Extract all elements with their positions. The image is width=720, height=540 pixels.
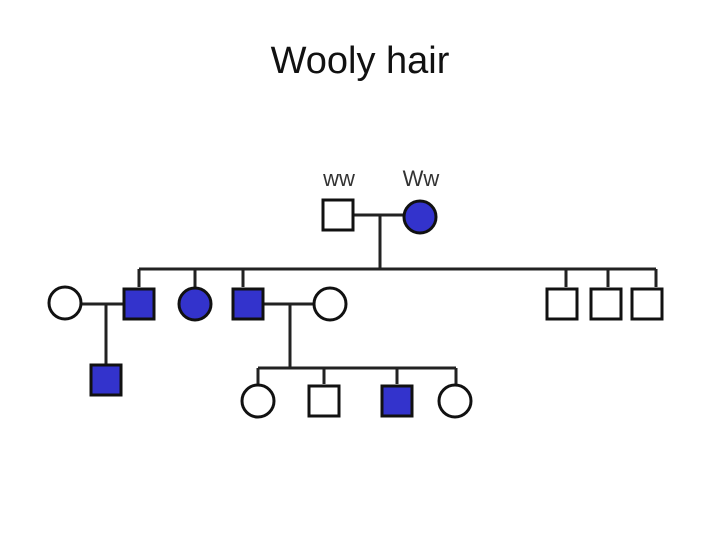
g2-child-3-symbol — [231, 287, 265, 321]
g2-spouse-1-symbol — [47, 285, 83, 321]
slide-title: Wooly hair — [270, 40, 450, 82]
g2-child-5-symbol — [589, 287, 623, 321]
g2-spouse-2-symbol — [312, 286, 348, 322]
genotype-label-father: ww — [322, 166, 355, 191]
g2-child-1-symbol — [122, 287, 156, 321]
genotype-label-mother: Ww — [403, 166, 440, 191]
g3-b-1-symbol — [240, 383, 276, 419]
g2-child-2-symbol — [177, 286, 213, 322]
g2-child-4-symbol — [545, 287, 579, 321]
g3-b-3-symbol — [380, 384, 414, 418]
g2-child-6-symbol — [630, 287, 664, 321]
pedigree-lines — [80, 213, 658, 384]
g3-a-1-symbol — [89, 363, 123, 397]
individuals — [47, 198, 664, 419]
gen1-father-symbol — [321, 198, 355, 232]
g3-b-4-symbol — [437, 383, 473, 419]
gen1-mother-symbol — [402, 199, 438, 235]
g3-b-2-symbol — [307, 384, 341, 418]
